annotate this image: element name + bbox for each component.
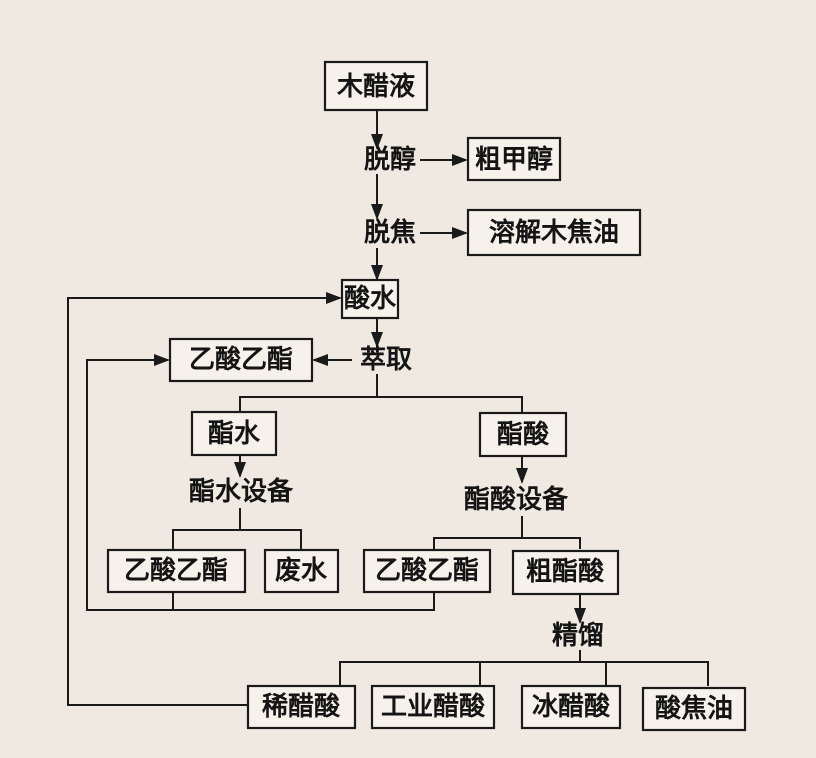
node-wood-vinegar: 木醋液	[323, 60, 429, 112]
node-crude-ester-acid: 粗酯酸	[511, 549, 620, 596]
node-label: 工业醋酸	[381, 692, 486, 722]
node-label: 乙酸乙酯	[124, 556, 228, 586]
node-ethyl-acetate-left: 乙酸乙酯	[106, 548, 247, 594]
step-rectification: 精馏	[552, 621, 604, 651]
step-dealcohol: 脱醇	[364, 144, 416, 175]
node-ester-water: 酯水	[190, 410, 278, 457]
node-ethyl-acetate-top: 乙酸乙酯	[168, 337, 314, 383]
node-label: 酯水	[208, 419, 261, 449]
node-dilute-acetic-acid: 稀醋酸	[246, 684, 357, 730]
node-label: 酸焦油	[655, 693, 733, 724]
node-label: 酯酸	[497, 420, 550, 450]
node-label: 乙酸乙酯	[375, 556, 479, 586]
node-acid-water: 酸水	[340, 278, 400, 320]
node-waste-water: 废水	[263, 548, 340, 594]
step-detar: 脱焦	[364, 217, 416, 248]
node-industrial-acetic-acid: 工业醋酸	[370, 684, 496, 730]
node-label: 酸水	[344, 284, 397, 314]
node-label: 粗酯酸	[526, 557, 605, 587]
node-label: 废水	[275, 555, 328, 586]
node-crude-methanol: 粗甲醇	[466, 136, 562, 182]
step-extraction: 萃取	[360, 345, 412, 375]
node-dissolved-tar: 溶解木焦油	[466, 208, 642, 257]
node-acid-tar: 酸焦油	[641, 686, 747, 732]
node-label: 稀醋酸	[262, 692, 341, 722]
step-ester-acid-equipment: 酯酸设备	[464, 485, 569, 515]
node-glacial-acetic-acid: 冰醋酸	[520, 684, 622, 730]
connectors	[67, 110, 709, 706]
node-label: 粗甲醇	[475, 144, 553, 175]
node-label: 溶解木焦油	[489, 217, 619, 248]
node-label: 冰醋酸	[532, 692, 611, 722]
node-label: 乙酸乙酯	[189, 345, 293, 375]
node-ester-acid: 酯酸	[478, 411, 568, 458]
node-ethyl-acetate-right: 乙酸乙酯	[362, 548, 492, 594]
node-label: 木醋液	[336, 72, 415, 102]
step-ester-water-equipment: 酯水设备	[189, 477, 294, 507]
